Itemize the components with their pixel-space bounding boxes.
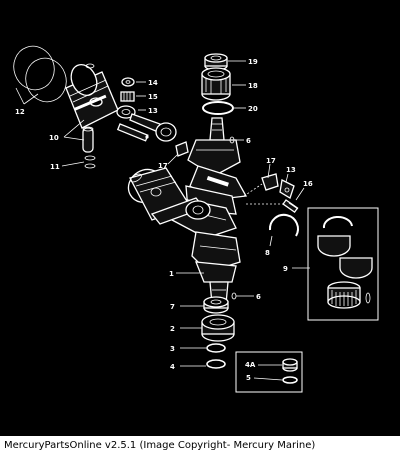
- leader-16: [295, 187, 305, 201]
- inset-box: [235, 351, 303, 393]
- callout-1: 1: [169, 270, 174, 278]
- callout-11: 11: [50, 163, 60, 171]
- leader-5: [253, 377, 283, 381]
- pin-retainers: [84, 155, 96, 169]
- callout-6a: 6: [246, 137, 251, 145]
- callout-15: 15: [148, 93, 158, 101]
- lower-ring-4: [206, 359, 226, 369]
- leader-8: [269, 235, 273, 247]
- leader-10: [63, 119, 85, 141]
- lower-key: [231, 292, 237, 300]
- callout-2: 2: [170, 325, 175, 333]
- callout-6b: 6: [256, 293, 261, 301]
- lower-ring-3: [206, 343, 226, 353]
- callout-12: 12: [15, 108, 25, 116]
- lower-seal: [203, 296, 229, 314]
- dashed-leaders: [243, 183, 286, 205]
- leader-17b: [267, 163, 271, 179]
- callout-7: 7: [170, 303, 175, 311]
- rod-cap-right: [261, 173, 295, 199]
- callout-14: 14: [148, 79, 158, 87]
- needle-bearing-small: [120, 91, 135, 102]
- piston: [65, 63, 119, 129]
- top-bearing: [201, 67, 231, 101]
- callout-19: 19: [248, 58, 258, 66]
- rod-washer: [121, 77, 135, 87]
- lower-ball-bearing: [201, 314, 235, 342]
- callout-labels: 12 10 11 14 15 13 17 19 18 20 6 17 13 16…: [15, 58, 313, 382]
- callout-16: 16: [303, 180, 313, 188]
- callout-8: 8: [265, 249, 270, 257]
- o-ring-top: [202, 101, 234, 115]
- small-key-upper: [229, 136, 235, 144]
- leader-13b: [285, 173, 289, 183]
- rod-bolt: [282, 199, 299, 214]
- piston-rings: [13, 45, 67, 103]
- leader-17a: [167, 153, 179, 165]
- rod-cap-17: [175, 141, 189, 157]
- callout-5: 5: [246, 374, 251, 382]
- leader-12: [15, 87, 39, 105]
- callout-3: 3: [170, 345, 175, 353]
- wrist-pin: [82, 126, 94, 153]
- leader-11: [61, 161, 85, 167]
- callout-20: 20: [248, 105, 258, 113]
- piston-rod-assembly: [127, 167, 211, 225]
- copyright-caption: MercuryPartsOnline v2.5.1 (Image Copyrig…: [0, 436, 400, 455]
- callout-4a: 4A: [245, 361, 256, 369]
- callout-17a: 17: [158, 162, 168, 170]
- piston-clip: [85, 63, 95, 69]
- callout-18: 18: [248, 82, 258, 90]
- snap-ring: [268, 213, 299, 237]
- bearing-kit-box: [307, 207, 379, 321]
- exploded-parts-diagram: 12 10 11 14 15 13 17 19 18 20 6 17 13 16…: [13, 45, 379, 393]
- callout-9: 9: [283, 265, 288, 273]
- callout-17b: 17: [266, 157, 276, 165]
- connecting-rod: [116, 105, 177, 142]
- callout-13b: 13: [286, 166, 296, 174]
- callout-13a: 13: [148, 107, 158, 115]
- callout-10: 10: [49, 134, 59, 142]
- callout-4: 4: [170, 363, 175, 371]
